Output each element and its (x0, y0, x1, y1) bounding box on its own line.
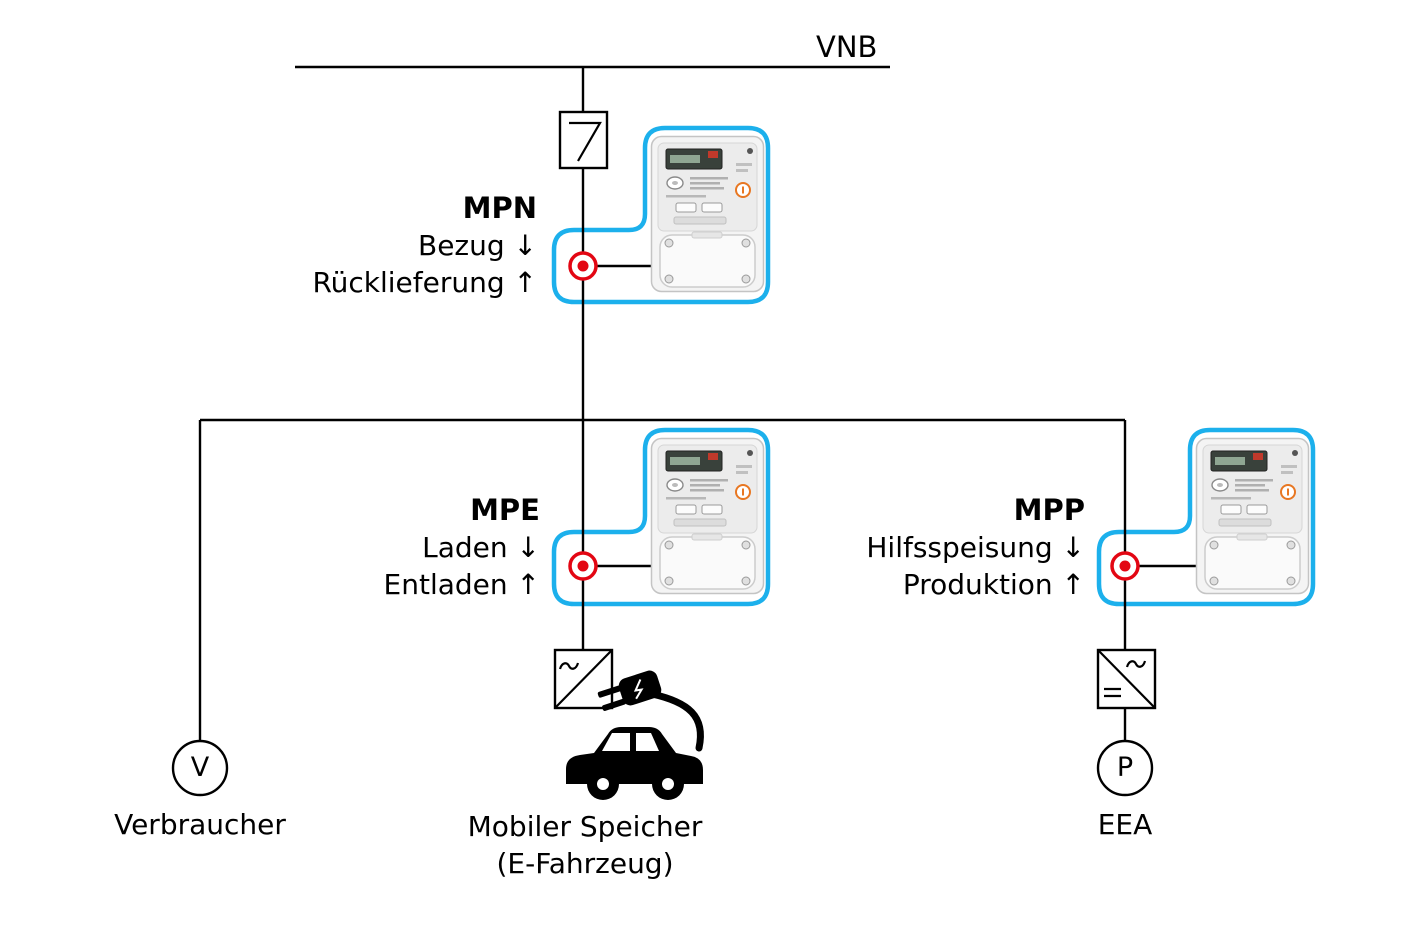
mpn-measuring-point-icon (568, 251, 598, 281)
mobile-storage-label-line2: (E-Fahrzeug) (496, 847, 674, 880)
mpe-title: MPE (470, 493, 540, 527)
mpe-smart-meter-icon (650, 437, 765, 595)
mpp-title: MPP (1013, 493, 1085, 527)
mpn-label-block: MPN Bezug ↓ Rücklieferung ↑ (312, 190, 537, 301)
mobile-storage-label: Mobiler Speicher (E-Fahrzeug) (405, 808, 765, 882)
ev-car-charging-icon (566, 670, 704, 800)
generator-label: EEA (1097, 808, 1153, 841)
mpp-flow-up-label: Produktion ↑ (902, 568, 1085, 601)
mpp-label-block: MPP Hilfsspeisung ↓ Produktion ↑ (866, 492, 1085, 603)
mpn-title: MPN (462, 191, 537, 225)
mpe-label-block: MPE Laden ↓ Entladen ↑ (384, 492, 540, 603)
mpp-flow-down-label: Hilfsspeisung ↓ (866, 531, 1085, 564)
mpn-flow-down-label: Bezug ↓ (417, 229, 537, 262)
mpp-measuring-point-icon (1110, 551, 1140, 581)
mpe-flow-up-label: Entladen ↑ (383, 568, 540, 601)
ac-dc-converter-icon (553, 648, 614, 710)
consumer-label: Verbraucher (114, 808, 286, 841)
mpp-smart-meter-icon (1195, 437, 1310, 595)
mpn-smart-meter-icon (650, 135, 765, 293)
consumer-node-symbol: V (190, 752, 210, 783)
mpn-flow-up-label: Rücklieferung ↑ (312, 266, 537, 299)
fuse-switch-icon (558, 110, 609, 170)
mpe-flow-down-label: Laden ↓ (422, 531, 540, 564)
dc-ac-inverter-icon (1096, 648, 1157, 710)
consumer-node-circle (171, 739, 229, 797)
grid-operator-label: VNB (816, 30, 878, 64)
generator-node-symbol: P (1116, 752, 1134, 783)
generator-node-circle (1096, 739, 1154, 797)
mobile-storage-label-line1: Mobiler Speicher (467, 810, 703, 843)
mpe-measuring-point-icon (568, 551, 598, 581)
